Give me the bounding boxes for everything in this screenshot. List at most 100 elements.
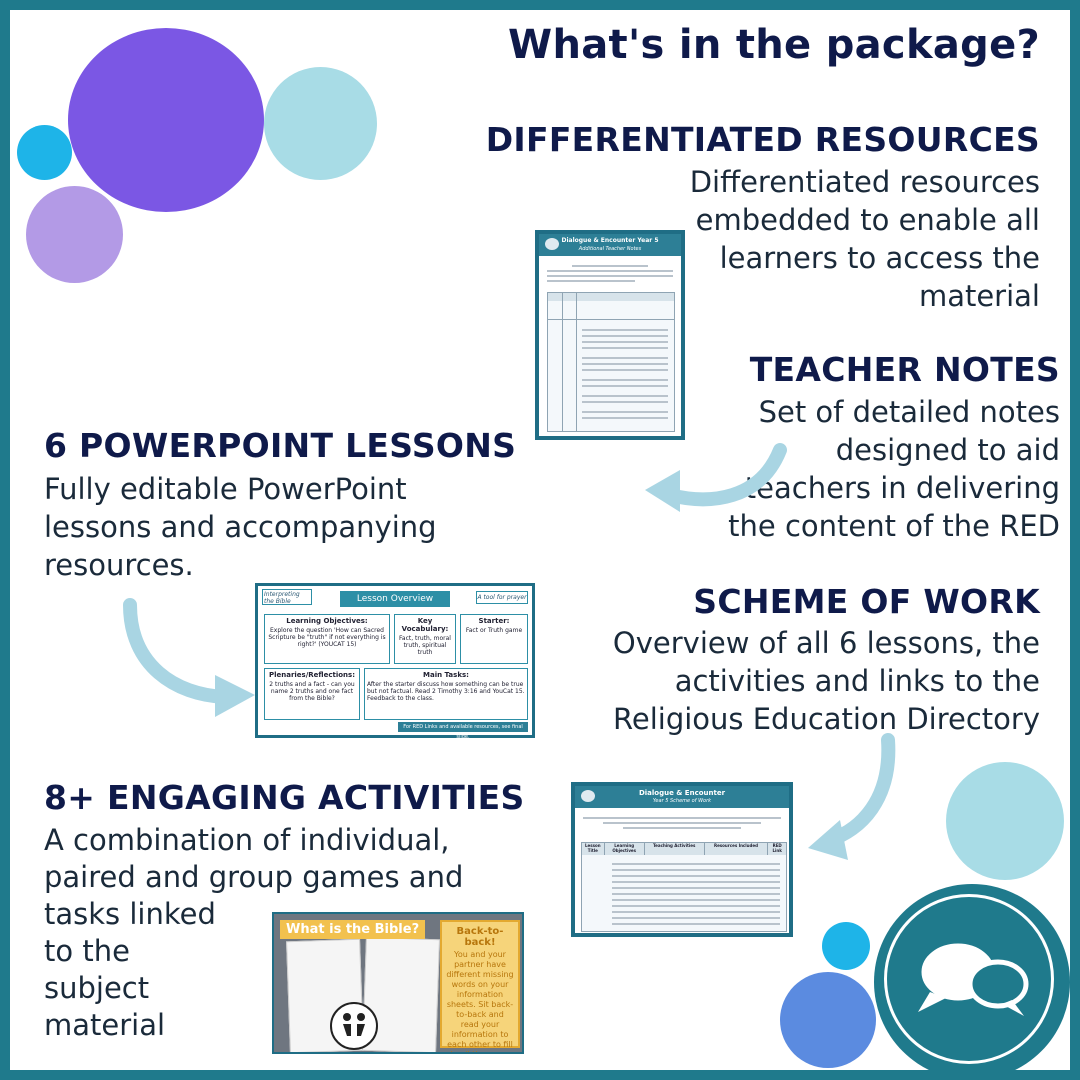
tag-right: A tool for prayer <box>476 591 528 604</box>
text-line: A combination of individual, <box>44 823 450 857</box>
text-line: designed to aid <box>835 433 1060 467</box>
text-line: activities and links to the <box>674 664 1040 698</box>
chat-logo-ring <box>884 894 1054 1064</box>
column-header: RED Link <box>772 843 782 853</box>
scheme-heading: SCHEME OF WORK <box>693 582 1040 621</box>
chat-icon <box>545 238 559 250</box>
plenaries-box: Plenaries/Reflections: 2 truths and a fa… <box>264 668 360 720</box>
purple-circle <box>68 28 264 212</box>
table-header <box>548 293 674 301</box>
objectives-box: Learning Objectives: Explore the questio… <box>264 614 390 664</box>
light-blue-circle-bottom <box>946 762 1064 880</box>
arrow-to-scheme-icon <box>808 733 896 860</box>
powerpoint-heading: 6 POWERPOINT LESSONS <box>44 426 517 465</box>
thumb-subtitle: Year 5 Scheme of Work <box>652 798 712 804</box>
starter-heading: Starter: <box>478 617 510 625</box>
plenaries-heading: Plenaries/Reflections: <box>268 671 356 679</box>
text-line: Overview of all 6 lessons, the <box>612 626 1040 660</box>
cyan-circle-bottom <box>822 922 870 970</box>
cyan-circle <box>17 125 72 180</box>
scheme-text: Overview of all 6 lessons, the activitie… <box>520 624 1040 738</box>
arrow-to-lesson-icon <box>123 598 255 717</box>
scheme-table: Lesson Title Learning Objectives Teachin… <box>581 842 787 932</box>
differentiated-heading: DIFFERENTIATED RESOURCES <box>485 120 1040 159</box>
card-title: Back-to-back! <box>456 926 504 948</box>
people-icon <box>330 1002 378 1050</box>
text-line: tasks linked <box>44 897 216 931</box>
text-line: material <box>918 279 1040 313</box>
main-tasks-text: After the starter discuss how something … <box>367 681 525 702</box>
speech-bubbles-icon <box>918 940 1029 1016</box>
text-line <box>547 270 673 272</box>
text-line: Religious Education Directory <box>613 702 1040 736</box>
page-title: What's in the package? <box>508 22 1040 68</box>
text-line <box>622 827 742 829</box>
lavender-circle <box>26 186 123 283</box>
activities-heading: 8+ ENGAGING ACTIVITIES <box>44 778 525 817</box>
chat-icon <box>581 790 595 802</box>
activity-thumbnail: What is the Bible? Back-to-back! You and… <box>272 912 524 1054</box>
divider <box>576 293 577 431</box>
thumb-title: Dialogue & Encounter <box>638 789 726 797</box>
back-to-back-icon <box>343 1013 365 1036</box>
plenaries-text: 2 truths and a fact - can you name 2 tru… <box>269 681 355 702</box>
text-line <box>583 817 781 819</box>
starter-text: Fact or Truth game <box>465 627 523 634</box>
thumb-header: Dialogue & Encounter Year 5 Scheme of Wo… <box>575 786 789 808</box>
vocab-heading: Key Vocabulary: <box>401 617 449 633</box>
divider <box>562 293 563 431</box>
vocab-text: Fact, truth, moral truth, spiritual trut… <box>399 635 451 656</box>
objectives-text: Explore the question 'How can Sacred Scr… <box>268 627 386 648</box>
text-line: the content of the RED <box>728 509 1060 543</box>
column-header: Resources Included <box>705 843 769 855</box>
text-line <box>547 280 636 282</box>
text-line <box>547 275 673 277</box>
text-line: Set of detailed notes <box>758 395 1060 429</box>
lesson-overview-thumbnail: Interpreting the Bible Lesson Overview A… <box>255 583 535 740</box>
text-line: lessons and accompanying <box>44 510 437 544</box>
vocab-box: Key Vocabulary: Fact, truth, moral truth… <box>394 614 456 664</box>
back-to-back-card: Back-to-back! You and your partner have … <box>440 920 520 1052</box>
activities-text: A combination of individual, paired and … <box>44 822 484 1044</box>
differentiated-text: Differentiated resources embedded to ena… <box>540 163 1040 315</box>
lesson-title: Lesson Overview <box>340 591 450 607</box>
objectives-heading: Learning Objectives: <box>286 617 368 625</box>
text-line: subject <box>44 971 150 1005</box>
text-line <box>602 822 762 824</box>
light-blue-circle <box>264 67 377 180</box>
thumb-header: Dialogue & Encounter Year 5 Additional T… <box>539 234 681 256</box>
chat-logo-circle <box>874 884 1070 1070</box>
starter-box: Starter: Fact or Truth game <box>460 614 528 664</box>
text-line: to the <box>44 934 130 968</box>
teacher-notes-thumbnail: Dialogue & Encounter Year 5 Additional T… <box>535 230 685 440</box>
thumb-lines <box>539 256 681 291</box>
scheme-thumbnail: Dialogue & Encounter Year 5 Scheme of Wo… <box>571 782 793 937</box>
main-tasks-heading: Main Tasks: <box>423 671 469 679</box>
text-line: Fully editable PowerPoint <box>44 472 407 506</box>
text-lines <box>612 863 780 865</box>
thumb-lines <box>575 808 789 838</box>
powerpoint-text: Fully editable PowerPoint lessons and ac… <box>44 470 504 584</box>
text-line: resources. <box>44 548 194 582</box>
main-tasks-box: Main Tasks: After the starter discuss ho… <box>364 668 528 720</box>
blue-circle-bottom <box>780 972 876 1068</box>
thumb-table <box>547 292 675 432</box>
arrow-to-teacher-notes-icon <box>645 443 787 512</box>
thumb-subtitle: Additional Teacher Notes <box>578 246 642 252</box>
teacher-notes-text: Set of detailed notes designed to aid te… <box>640 393 1060 545</box>
teacher-notes-heading: TEACHER NOTES <box>749 350 1060 389</box>
text-line: material <box>44 1008 166 1042</box>
lesson-footer: For RED Links and available resources, s… <box>398 722 528 740</box>
table-header: Lesson Title Learning Objectives Teachin… <box>582 843 786 855</box>
text-line: learners to access the <box>719 241 1040 275</box>
text-line: teachers in delivering <box>744 471 1060 505</box>
column-header: Lesson Title <box>582 843 605 855</box>
text-line <box>572 265 648 267</box>
text-lines <box>582 329 668 331</box>
text-line: embedded to enable all <box>695 203 1040 237</box>
divider <box>548 319 674 320</box>
activity-title: What is the Bible? <box>280 920 426 939</box>
card-text: You and your partner have different miss… <box>446 950 514 1052</box>
thumb-title: Dialogue & Encounter Year 5 <box>561 237 659 244</box>
